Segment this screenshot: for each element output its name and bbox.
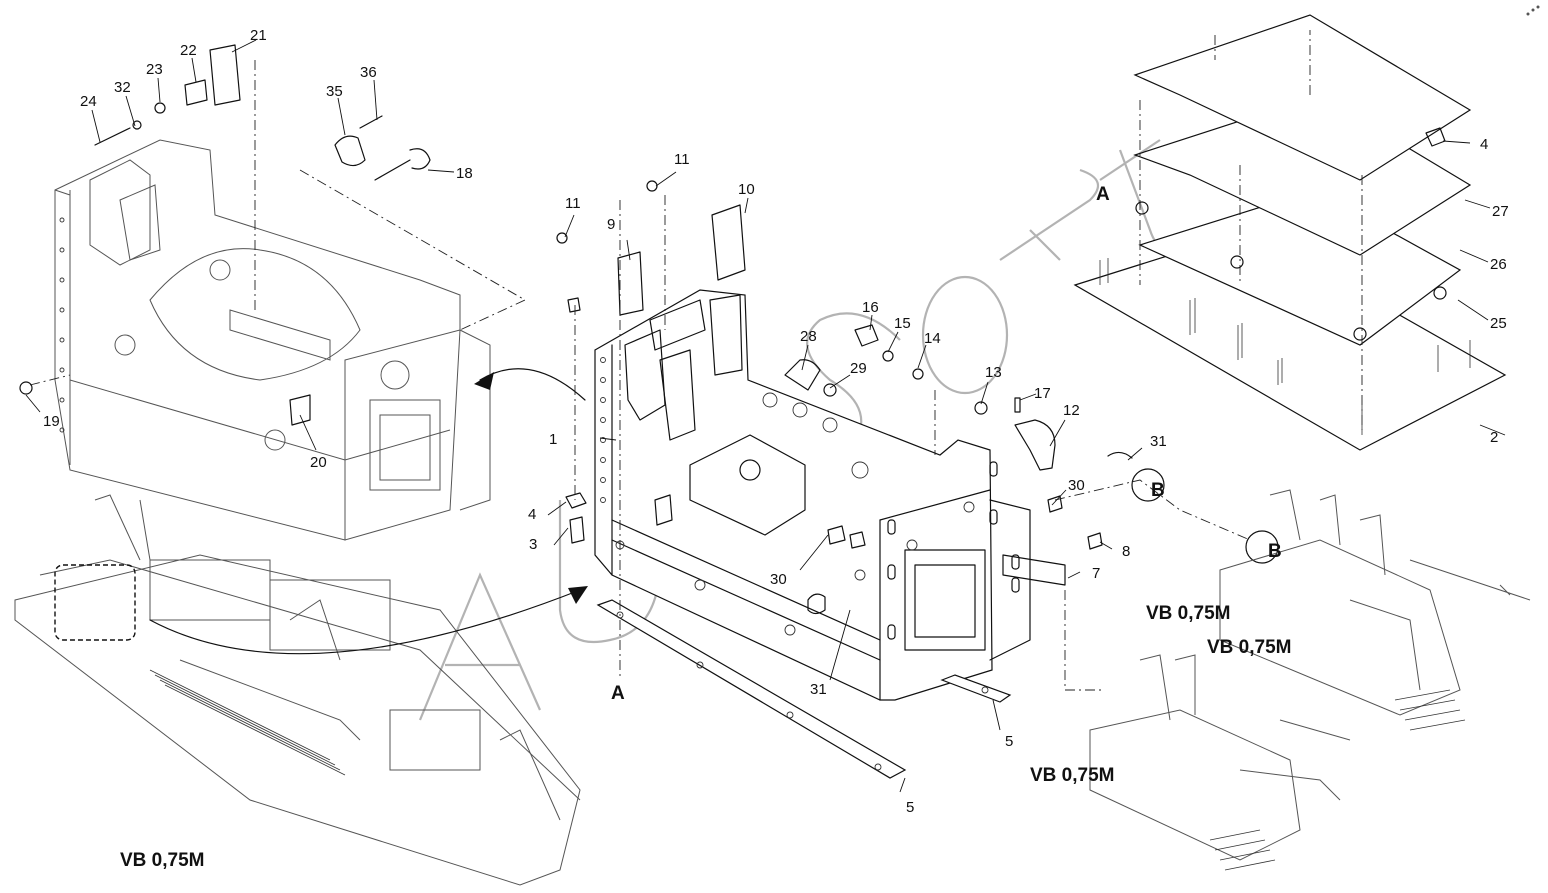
part-label-7: 7 (1092, 565, 1100, 582)
part-label-11: 11 (674, 151, 690, 168)
part-label-30: 30 (770, 571, 787, 588)
variant-label: VB 0,75M (1207, 637, 1291, 658)
part-label-16: 16 (862, 299, 879, 316)
part-label-4: 4 (1480, 136, 1488, 153)
part-label-8: 8 (1122, 543, 1130, 560)
part-label-19: 19 (43, 413, 60, 430)
plate-stack-assembly (1073, 14, 1507, 451)
part-label-18: 18 (456, 165, 473, 182)
part-label-2: 2 (1490, 429, 1498, 446)
part-label-35: 35 (326, 83, 343, 100)
part-label-24: 24 (80, 93, 97, 110)
part-labels: 1 2 3 4 4 5 5 7 8 9 10 11 11 12 13 14 15… (43, 27, 1509, 816)
part-label-25: 25 (1490, 315, 1507, 332)
part-label-12: 12 (1063, 402, 1080, 419)
leader-lines (25, 39, 1506, 793)
machine-variant-bottom-view (1089, 654, 1351, 871)
machine-overview-view (14, 494, 588, 886)
variant-label: VB 0,75M (1030, 765, 1114, 786)
part-label-17: 17 (1034, 385, 1051, 402)
part-label-31: 31 (810, 681, 827, 698)
part-label-4: 4 (528, 506, 536, 523)
variant-label: VB 0,75M (1146, 603, 1230, 624)
part-label-11: 11 (565, 195, 581, 212)
part-label-27: 27 (1492, 203, 1509, 220)
corner-mark-icon (1526, 5, 1540, 16)
part-label-23: 23 (146, 61, 163, 78)
main-frame-assembly (556, 180, 1279, 779)
variant-label-main: VB 0,75M (120, 850, 204, 871)
part-label-3: 3 (529, 536, 537, 553)
part-label-13: 13 (985, 364, 1002, 381)
part-label-28: 28 (800, 328, 817, 345)
part-label-15: 15 (894, 315, 911, 332)
part-label-20: 20 (310, 454, 327, 471)
section-marks: A A B B (611, 184, 1282, 704)
section-mark-a: A (611, 683, 625, 704)
part-label-10: 10 (738, 181, 755, 198)
section-mark-b: B (1268, 541, 1282, 562)
part-label-32: 32 (114, 79, 131, 96)
part-label-29: 29 (850, 360, 867, 377)
part-label-36: 36 (360, 64, 377, 81)
part-label-14: 14 (924, 330, 941, 347)
part-label-26: 26 (1490, 256, 1507, 273)
part-label-21: 21 (250, 27, 267, 44)
variant-labels: VB 0,75M VB 0,75M VB 0,75M VB 0,75M (120, 603, 1291, 871)
part-label-9: 9 (607, 216, 615, 233)
machine-variant-top-view (1219, 489, 1531, 731)
part-label-30: 30 (1068, 477, 1085, 494)
part-label-31: 31 (1150, 433, 1167, 450)
frame-detail-view (19, 44, 586, 541)
section-mark-b: B (1151, 480, 1165, 501)
part-label-5: 5 (1005, 733, 1013, 750)
part-label-22: 22 (180, 42, 197, 59)
part-label-5: 5 (906, 799, 914, 816)
part-label-1: 1 (549, 431, 557, 448)
section-mark-a: A (1096, 184, 1110, 205)
